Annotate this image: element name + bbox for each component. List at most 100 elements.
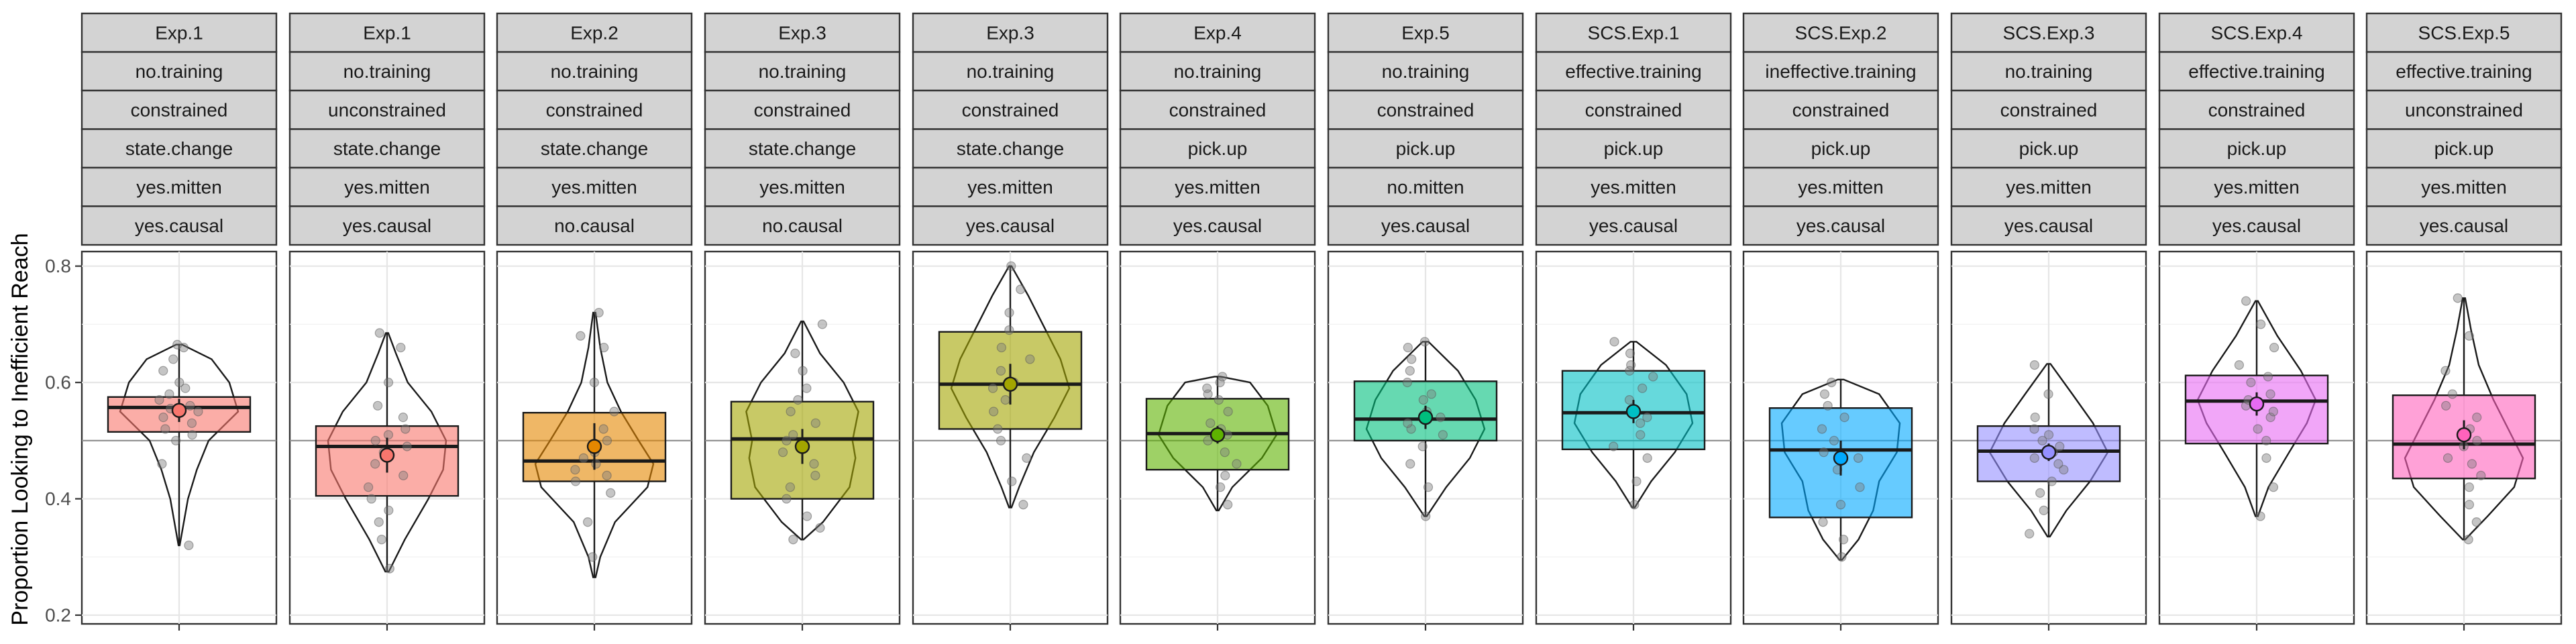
- facet-strip-label: pick.up: [2434, 138, 2494, 159]
- facet-strip: [496, 205, 693, 246]
- data-point: [1218, 372, 1228, 382]
- facet-strip-label: constrained: [131, 99, 228, 120]
- facet-strip: [2365, 205, 2563, 246]
- data-point: [1022, 453, 1032, 463]
- facet-strip: [1950, 51, 2147, 92]
- facet-strip-label: yes.causal: [343, 215, 431, 236]
- facet-panel: Exp.5no.trainingconstrainedpick.upno.mit…: [1327, 12, 1524, 631]
- data-point: [788, 430, 798, 440]
- facet-strip-label: no.training: [1382, 61, 1470, 82]
- data-point: [383, 430, 394, 440]
- data-point: [1403, 342, 1413, 353]
- data-point: [2253, 424, 2263, 434]
- data-point: [2053, 459, 2063, 469]
- mean-point: [2249, 396, 2265, 412]
- facet-strip: [1950, 205, 2147, 246]
- facet-strip: [1742, 128, 1939, 169]
- facet-strip: [288, 89, 486, 130]
- facet-strip-label: SCS.Exp.1: [1588, 22, 1680, 43]
- data-point: [402, 441, 412, 451]
- facet-strip: [912, 128, 1109, 169]
- facet-strip-label: state.change: [957, 138, 1064, 159]
- data-point: [570, 465, 580, 475]
- y-tick-label: 0.2: [45, 604, 71, 625]
- facet-strip: [1327, 51, 1524, 92]
- data-point: [2261, 453, 2271, 463]
- facet-panel: Exp.1no.trainingconstrainedstate.changey…: [80, 12, 278, 631]
- facet-panel: SCS.Exp.4effective.trainingconstrainedpi…: [2158, 12, 2355, 631]
- facet-strip-label: constrained: [1377, 99, 1474, 120]
- mean-point: [1833, 450, 1849, 466]
- facet-strip: [1535, 205, 1732, 246]
- facet-strip-label: effective.training: [2188, 61, 2324, 82]
- facet-strip-label: ineffective.training: [1765, 61, 1916, 82]
- facet-strip: [2158, 166, 2355, 207]
- data-point: [1406, 424, 1416, 434]
- data-point: [578, 453, 589, 463]
- data-point: [817, 319, 827, 329]
- data-point: [2029, 360, 2039, 370]
- data-point: [2029, 424, 2039, 434]
- data-point: [1625, 348, 1635, 358]
- data-point: [2059, 465, 2069, 475]
- data-point: [1854, 453, 1864, 463]
- data-point: [374, 517, 384, 527]
- violin-outline: [119, 343, 239, 547]
- y-axis-title: Proportion Looking to Inefficient Reach: [7, 233, 33, 625]
- facet-strip: [704, 89, 901, 130]
- facet-strip: [912, 51, 1109, 92]
- facet-strip: [80, 166, 278, 207]
- facet-strip: [288, 12, 486, 53]
- data-point: [2256, 319, 2266, 329]
- facet-strip-label: constrained: [962, 99, 1059, 120]
- facet-strip: [2158, 12, 2355, 53]
- facet-strip: [2365, 128, 2563, 169]
- facet-strip-label: no.training: [2005, 61, 2093, 82]
- facet-strip: [496, 51, 693, 92]
- data-point: [1817, 424, 1827, 434]
- data-point: [174, 378, 184, 388]
- facet-strip: [80, 12, 278, 53]
- data-point: [786, 407, 796, 417]
- data-point: [370, 459, 380, 469]
- data-point: [809, 459, 819, 469]
- facet-strip-label: yes.mitten: [1798, 176, 1884, 197]
- data-point: [185, 400, 195, 411]
- data-point: [168, 354, 178, 364]
- facet-strip: [288, 205, 486, 246]
- data-point: [594, 307, 604, 318]
- facet-strip: [496, 89, 693, 130]
- facet-strip: [2365, 12, 2563, 53]
- facet-strip-label: yes.causal: [1796, 215, 1885, 236]
- data-point: [802, 383, 812, 393]
- data-point: [2464, 500, 2475, 510]
- mean-point: [1210, 427, 1226, 443]
- data-point: [1638, 383, 1648, 393]
- data-point: [2029, 453, 2039, 463]
- facet-strip: [912, 12, 1109, 53]
- facet-strip: [1119, 166, 1316, 207]
- facet-strip-label: no.training: [551, 61, 639, 82]
- data-point: [1007, 476, 1017, 486]
- data-point: [1405, 459, 1415, 469]
- facet-strip: [1535, 12, 1732, 53]
- data-point: [802, 511, 812, 521]
- data-point: [2269, 342, 2279, 353]
- data-point: [164, 389, 174, 399]
- data-point: [154, 395, 164, 405]
- data-point: [2467, 459, 2477, 469]
- data-point: [186, 418, 197, 428]
- data-point: [364, 482, 374, 492]
- facet-panel: Exp.2no.trainingconstrainedstate.changey…: [496, 12, 693, 631]
- data-point: [588, 552, 598, 562]
- facet-strip-label: no.training: [1174, 61, 1262, 82]
- facet-strip-label: yes.causal: [966, 215, 1055, 236]
- facet-strip: [2365, 166, 2563, 207]
- facet-strip: [1742, 89, 1939, 130]
- facet-panel: Exp.3no.trainingconstrainedstate.changey…: [704, 12, 901, 631]
- facet-strip: [704, 128, 901, 169]
- data-point: [1016, 284, 1026, 294]
- facet-strip-label: yes.causal: [1381, 215, 1470, 236]
- facet-strip: [1327, 166, 1524, 207]
